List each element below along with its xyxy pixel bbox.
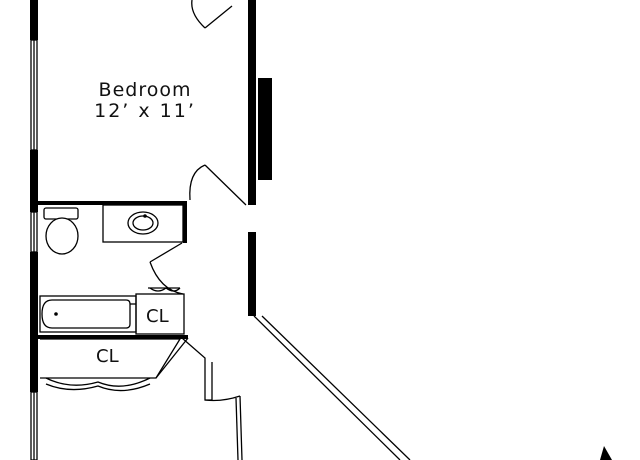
bathroom-door bbox=[149, 242, 184, 295]
window-upper-left bbox=[30, 39, 38, 151]
chimney-block bbox=[258, 78, 272, 180]
corner-marker bbox=[600, 446, 612, 460]
bedroom-dimensions: 12’ x 11’ bbox=[94, 100, 196, 122]
bedroom-closet-door bbox=[191, 0, 233, 29]
linen-closet bbox=[135, 287, 185, 335]
bathtub bbox=[39, 295, 137, 333]
closet-label-small: CL bbox=[146, 306, 169, 327]
bedroom-entry-door bbox=[189, 164, 247, 206]
window-lower-left bbox=[30, 391, 38, 460]
bedroom-label: Bedroom bbox=[99, 79, 192, 101]
bedroom-east-wall bbox=[248, 0, 272, 316]
window-middle-left bbox=[30, 211, 38, 253]
diagonal-wall bbox=[253, 315, 411, 460]
toilet bbox=[43, 207, 79, 255]
vanity-sink bbox=[102, 204, 184, 243]
left-exterior-wall bbox=[30, 0, 38, 392]
closet-label-hall: CL bbox=[96, 346, 119, 367]
bathroom-walls bbox=[38, 201, 188, 339]
hall-closet bbox=[40, 337, 189, 392]
hall-door bbox=[181, 337, 243, 460]
